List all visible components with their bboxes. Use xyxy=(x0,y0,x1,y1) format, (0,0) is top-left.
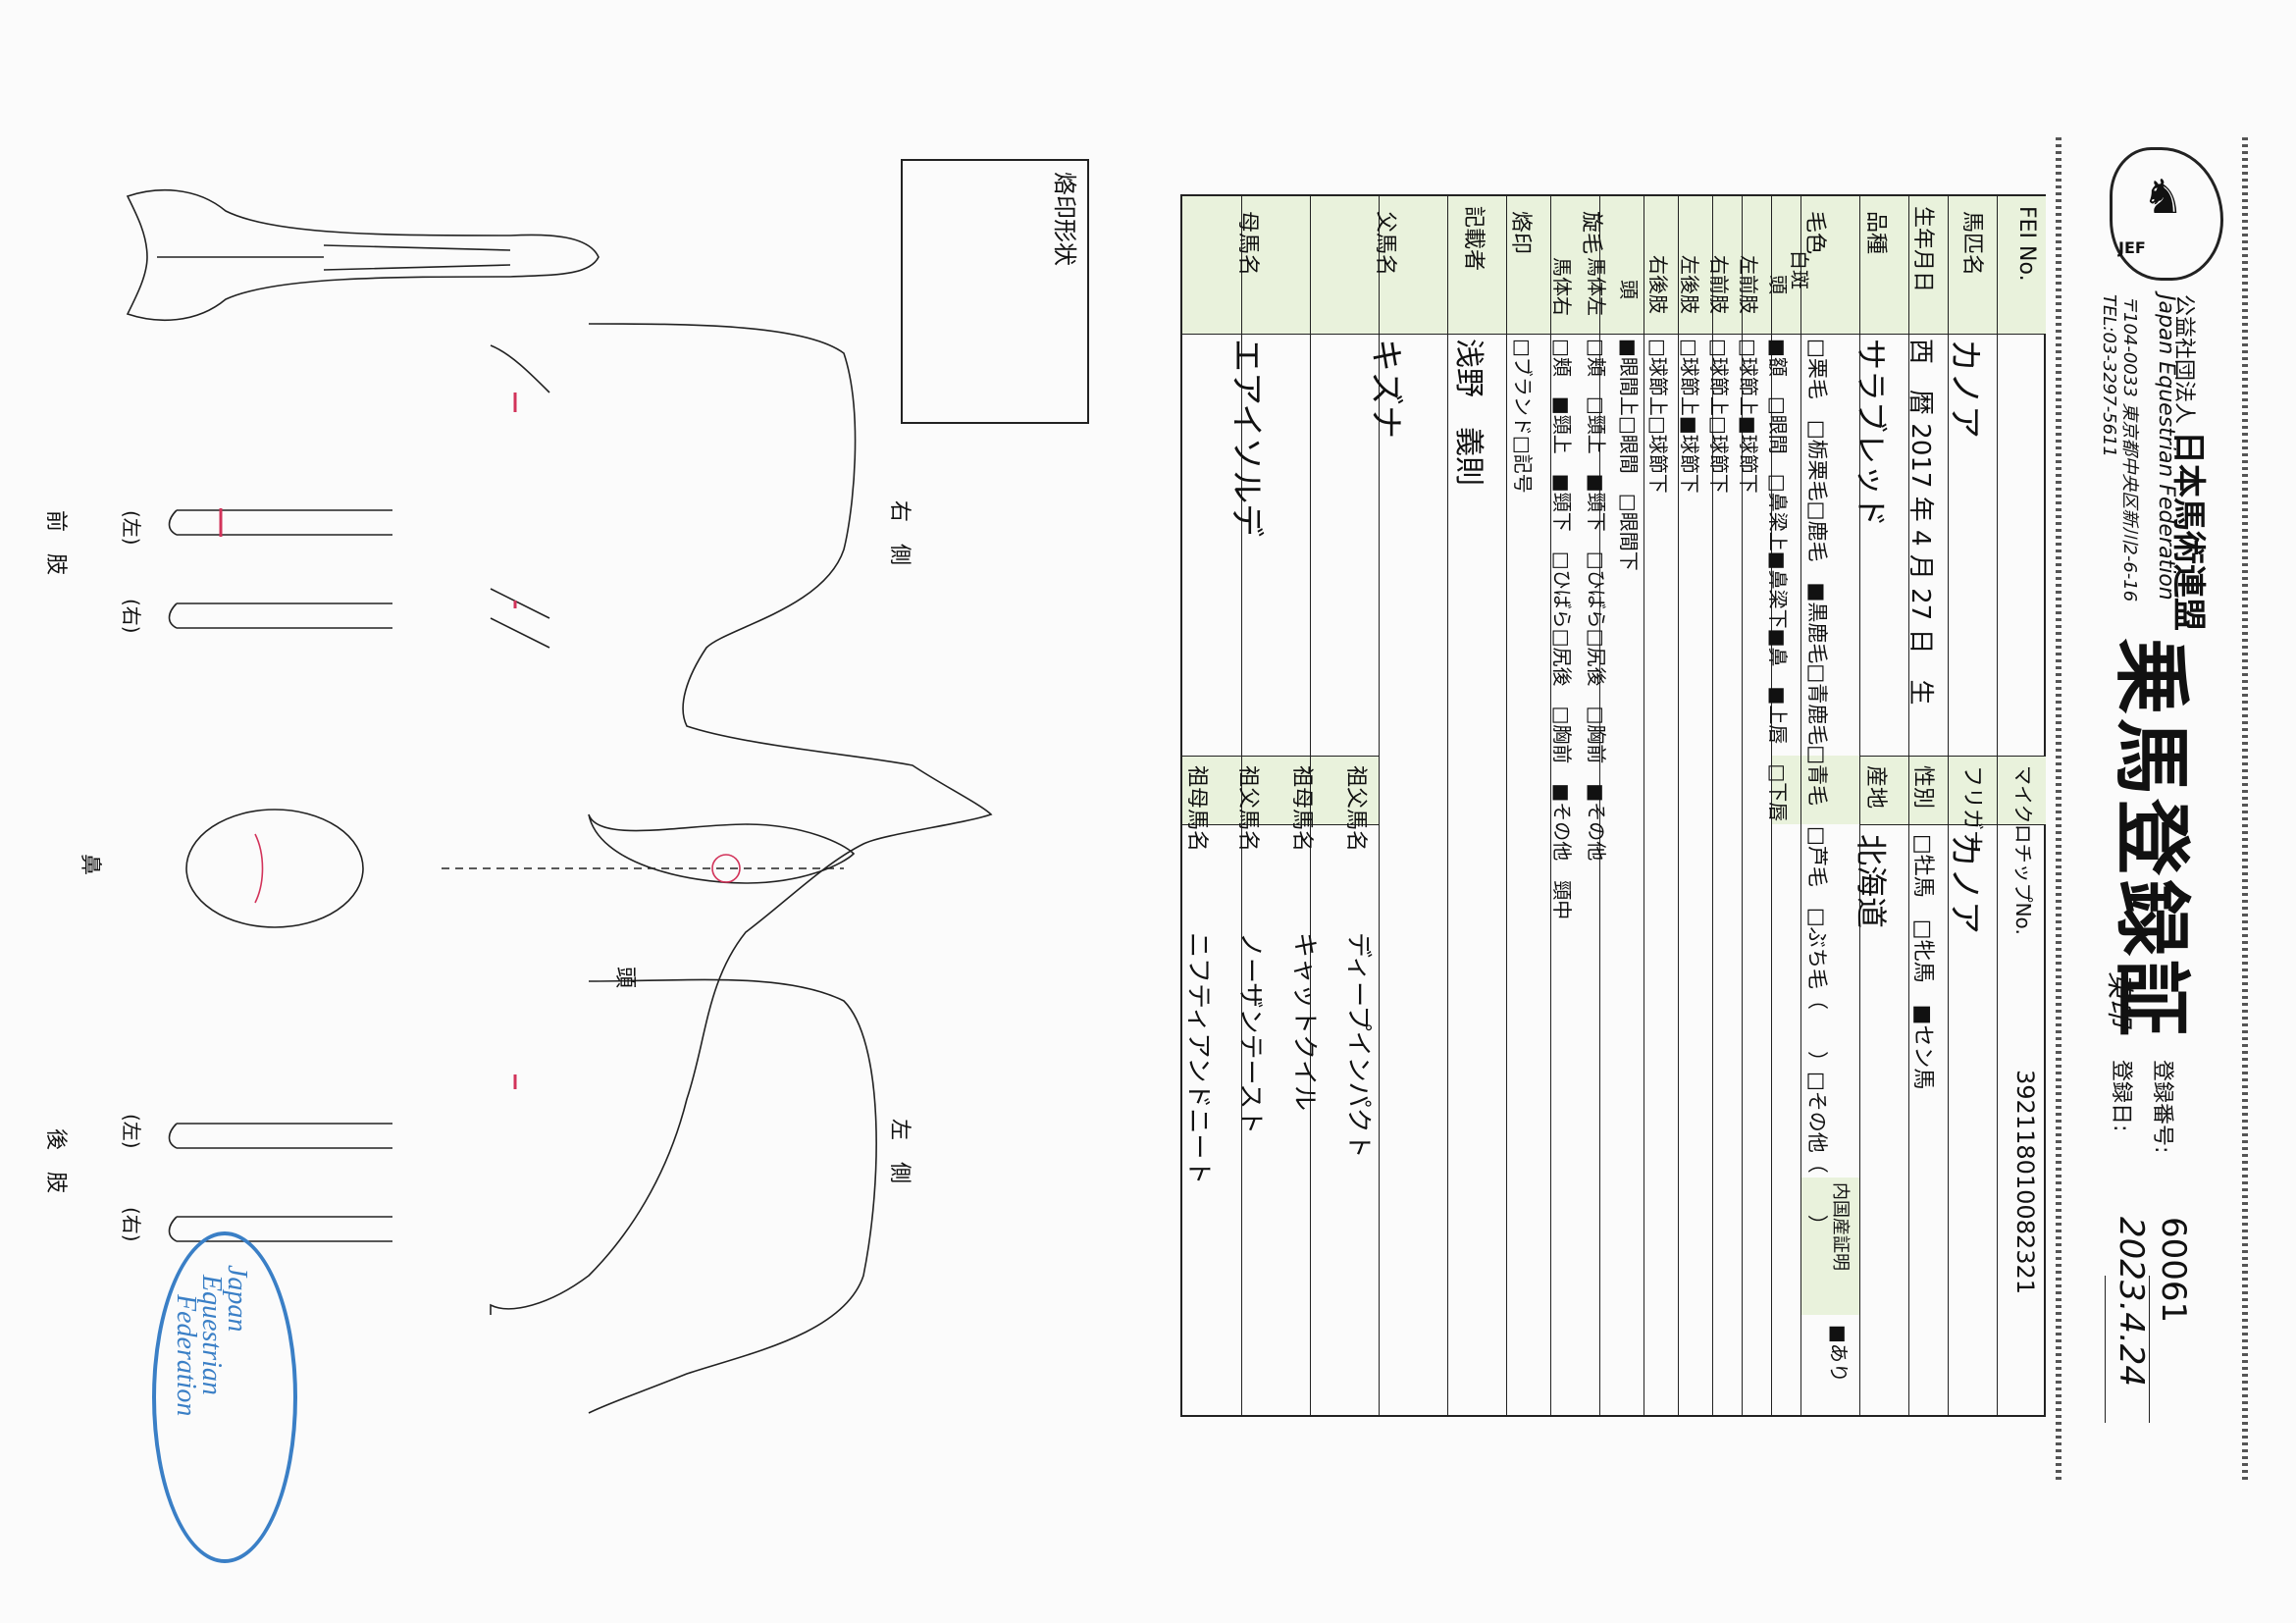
horse-left-side xyxy=(588,978,877,1414)
nose-view-label: 鼻 xyxy=(78,854,102,876)
horse-head-icon: ♞ xyxy=(2142,170,2185,225)
horse-nose-view xyxy=(185,809,364,928)
registration-table xyxy=(1180,194,2046,1417)
hind-left-label: (左) xyxy=(120,1114,143,1149)
left-side-label: 左 側 xyxy=(887,1119,912,1184)
horse-head-front xyxy=(588,813,856,884)
domestic-cert-band xyxy=(1800,1178,1859,1315)
logo-text: JEF xyxy=(2118,238,2146,257)
reg-underline xyxy=(2105,1276,2107,1423)
brand-shape-box xyxy=(901,159,1089,424)
label-band-3 xyxy=(1182,756,1379,824)
horse-top-view xyxy=(126,188,600,322)
hindlimbs-label: 後 肢 xyxy=(43,1128,68,1194)
forelimbs-label: 前 肢 xyxy=(43,510,68,576)
hind-right-label: (右) xyxy=(120,1207,143,1242)
leg-left-fore xyxy=(168,509,392,536)
reg-underline-2 xyxy=(2149,1276,2151,1423)
fore-right-label: (右) xyxy=(120,599,143,634)
horse-right-side xyxy=(490,323,993,1315)
perforation-left xyxy=(2056,137,2061,1482)
right-side-label: 右 側 xyxy=(887,500,912,566)
stamp-line3: Federation xyxy=(171,1294,201,1417)
head-view-label: 頭 xyxy=(612,967,637,989)
label-band xyxy=(1182,196,2046,334)
jef-logo: ♞ JEF xyxy=(2110,147,2223,281)
perforation-right xyxy=(2242,137,2248,1482)
leg-right-fore xyxy=(168,602,392,629)
jef-stamp: Japan Equestrian Federation xyxy=(152,1231,297,1563)
leg-left-hind xyxy=(168,1123,392,1149)
fore-left-label: (左) xyxy=(120,510,143,546)
